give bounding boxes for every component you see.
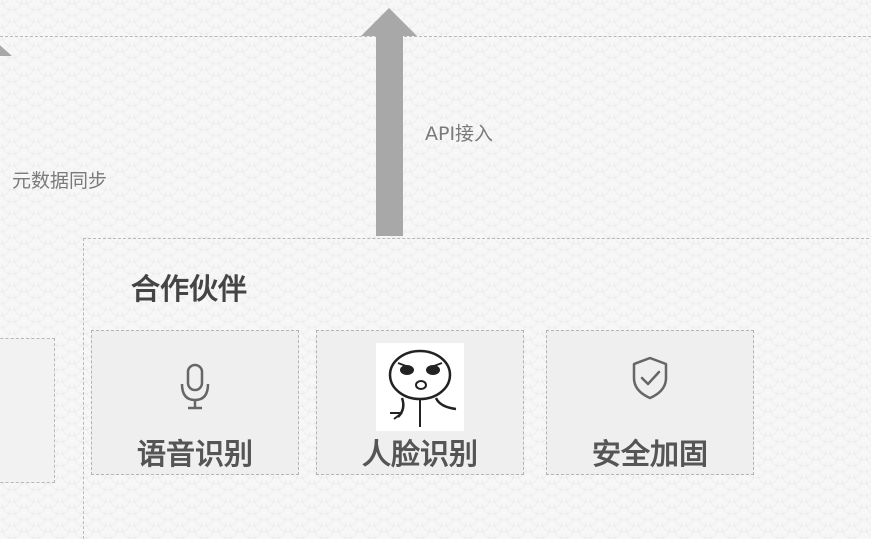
face-meme-icon xyxy=(376,343,464,431)
partner-card-label: 语音识别 xyxy=(136,437,253,471)
left-component-box xyxy=(0,338,55,483)
partner-card-label: 安全加固 xyxy=(591,437,708,471)
partner-card-label: 人脸识别 xyxy=(361,437,478,471)
partners-title: 合作伙伴 xyxy=(131,272,248,306)
partners-region xyxy=(83,238,871,539)
shield-check-icon xyxy=(632,356,668,400)
partner-card-speech-recognition[interactable]: 语音识别 xyxy=(91,330,299,475)
upper-region-boundary xyxy=(0,36,871,37)
metadata-sync-arrow xyxy=(0,38,12,338)
metadata-sync-label: 元数据同步 xyxy=(12,170,108,192)
partner-card-security-hardening[interactable]: 安全加固 xyxy=(546,330,754,475)
partner-card-face-recognition[interactable]: 人脸识别 xyxy=(316,330,524,475)
api-access-arrow xyxy=(361,8,417,236)
api-access-label: API接入 xyxy=(425,123,494,145)
microphone-icon xyxy=(180,363,210,410)
